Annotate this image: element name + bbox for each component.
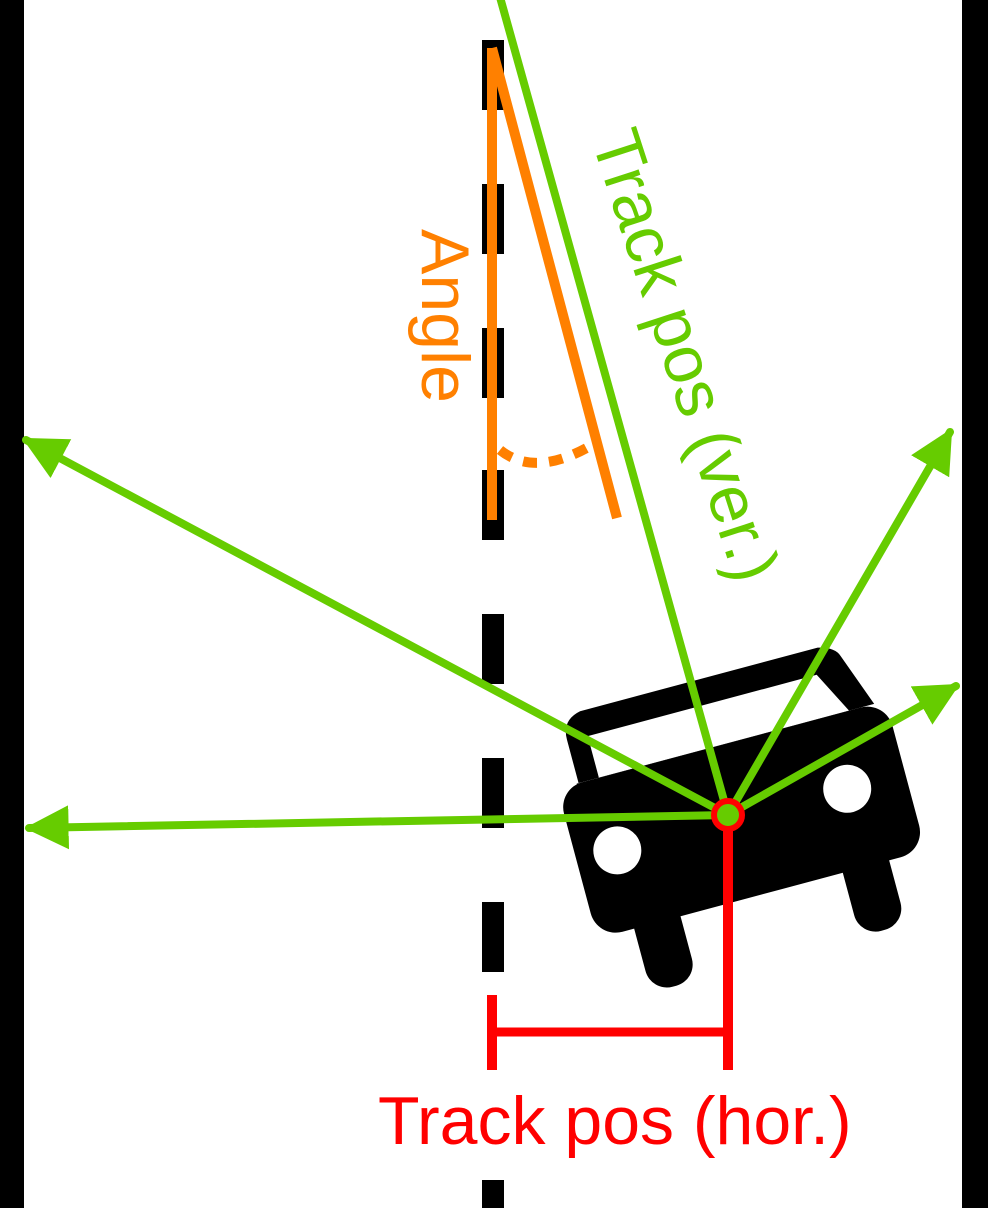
sensor-ray-up — [496, 0, 732, 819]
sensor-ray-right — [724, 682, 960, 819]
sensor-ray-left — [24, 805, 732, 850]
sensor-rays — [22, 0, 960, 850]
track-pos-hor-label: Track pos (hor.) — [378, 1083, 852, 1159]
left-road-edge — [0, 0, 24, 1208]
angle-indicator — [487, 46, 622, 520]
track-pos-hor-indicator — [487, 826, 733, 1070]
track-pos-ver-label: Track pos (ver.) — [577, 120, 794, 590]
angle-label: Angle — [407, 229, 483, 403]
right-road-edge — [962, 0, 988, 1208]
sensor-ray-right-up — [724, 428, 954, 819]
sensor-ray-left-up — [22, 436, 732, 819]
sensor-origin-icon — [711, 798, 745, 832]
